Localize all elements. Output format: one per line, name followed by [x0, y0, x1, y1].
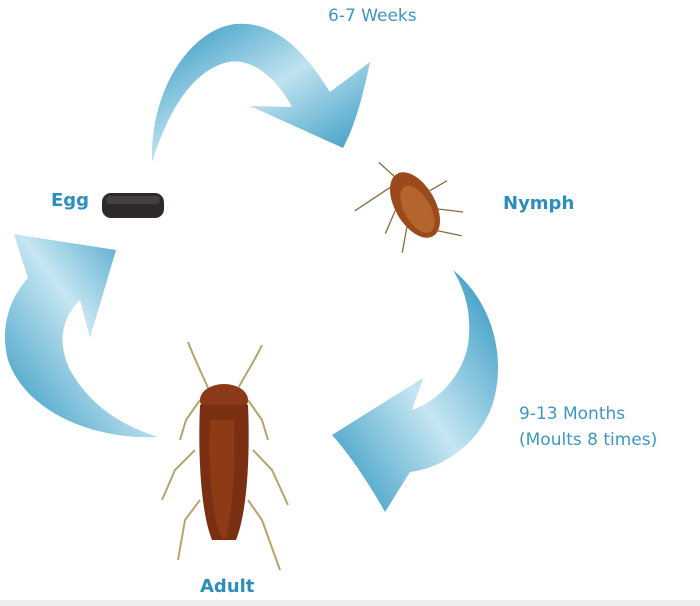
bottom-border: [0, 600, 700, 606]
stage-label-adult: Adult: [200, 576, 255, 597]
duration-nymph-to-adult-line1: 9-13 Months: [519, 404, 626, 424]
stage-label-egg: Egg: [51, 190, 90, 211]
arrow-egg-to-nymph: [151, 23, 370, 162]
arrow-nymph-to-adult: [332, 270, 499, 512]
arrow-adult-to-egg: [4, 234, 159, 438]
nymph-image: [354, 161, 463, 253]
duration-egg-to-nymph: 6-7 Weeks: [328, 6, 417, 26]
duration-nymph-to-adult-line2: (Moults 8 times): [519, 430, 658, 450]
adult-image: [161, 341, 289, 571]
egg-image: [102, 193, 164, 218]
stage-label-nymph: Nymph: [503, 193, 575, 214]
